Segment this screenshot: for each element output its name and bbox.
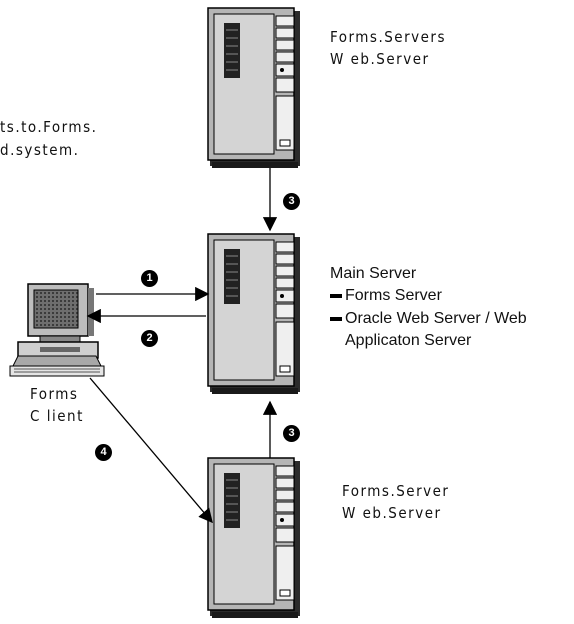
bottom-server-tower [207, 457, 301, 619]
step-badge-3-top: 3 [283, 193, 300, 210]
top-server-label-line1: Forms.Servers [330, 28, 447, 46]
client-computer-icon [9, 283, 105, 377]
dash-bullet [330, 316, 342, 321]
top-server-tower [207, 7, 301, 169]
main-server-item-label: Forms Server [345, 287, 442, 304]
step-badge-3-bottom: 3 [283, 425, 300, 442]
bottom-server-label-line2: W eb.Server [342, 504, 442, 522]
left-cut-text-line1: ts.to.Forms. [0, 118, 98, 136]
main-server-tower [207, 233, 301, 395]
top-server-label-line2: W eb.Server [330, 50, 430, 68]
arrow-client-to-bottom [89, 377, 213, 524]
main-server-title: Main Server [330, 265, 417, 282]
step-badge-4: 4 [95, 444, 112, 461]
main-server-item-oracle: Oracle Web Server / Web [330, 310, 527, 328]
client-label-line1: Forms [30, 385, 79, 403]
dash-bullet [330, 293, 342, 298]
client-label-line2: C lient [30, 407, 84, 425]
main-server-item-forms: Forms Server [330, 287, 442, 305]
main-server-item-label: Oracle Web Server / Web [345, 310, 527, 327]
step-badge-2: 2 [141, 330, 158, 347]
left-cut-text-line2: d.system. [0, 141, 80, 159]
step-badge-1: 1 [141, 270, 158, 287]
bottom-server-label-line1: Forms.Server [342, 482, 450, 500]
main-server-item-applicaton: Applicaton Server [345, 332, 472, 349]
